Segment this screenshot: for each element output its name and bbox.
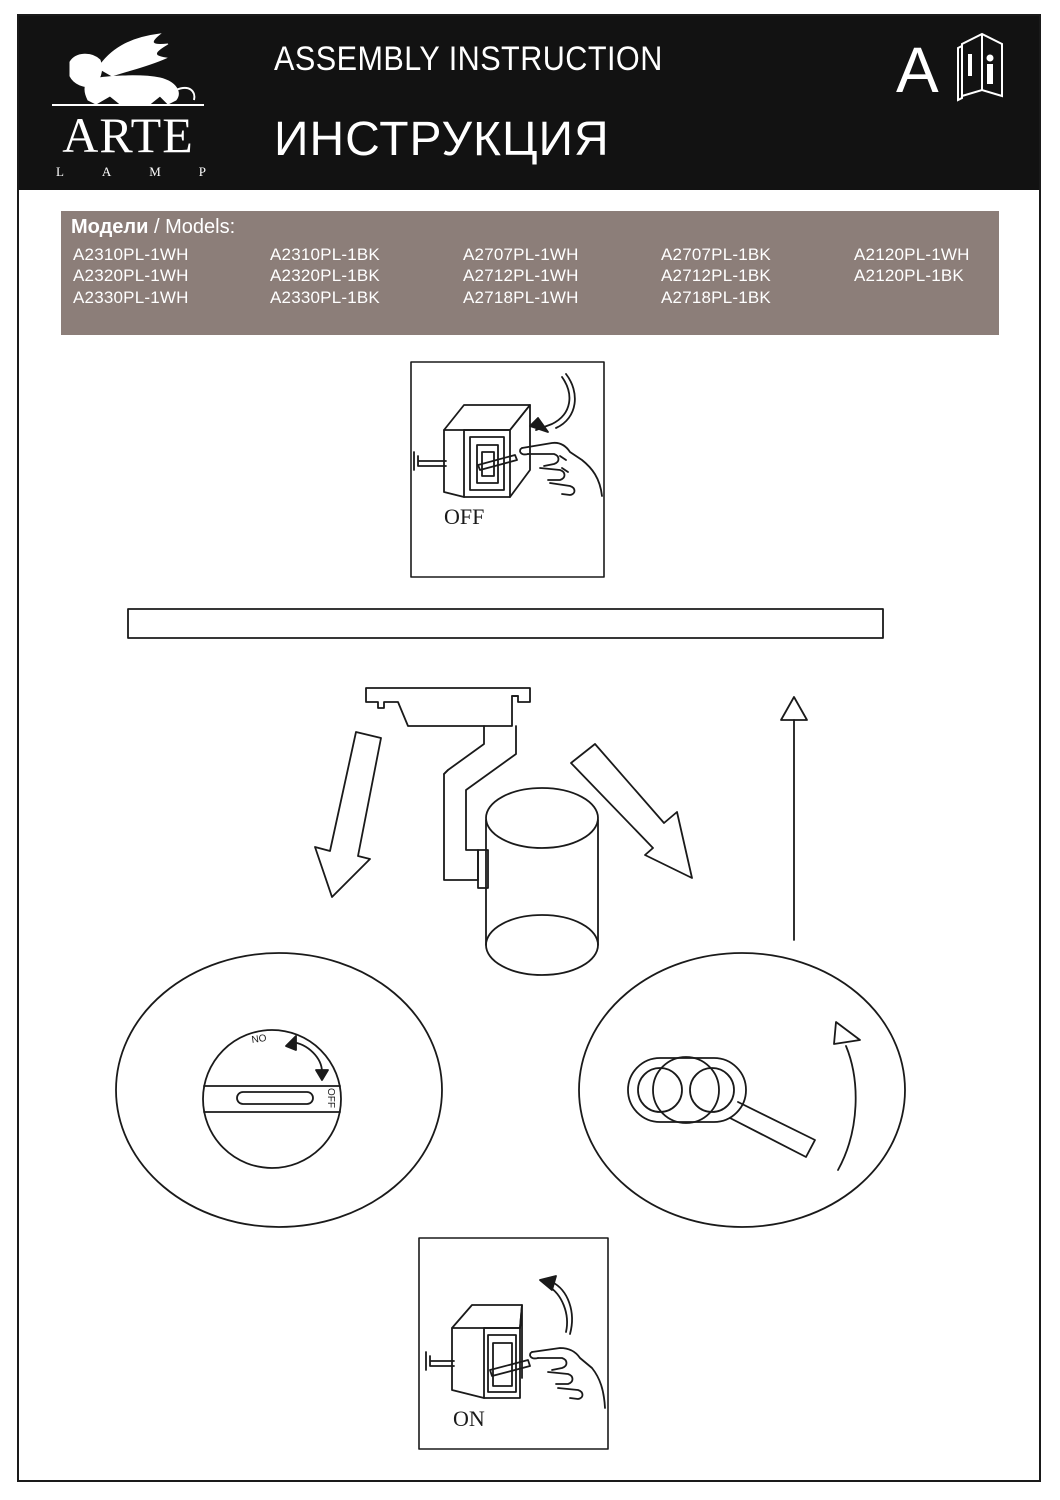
- brand-sub-letter: L: [56, 164, 64, 179]
- detail-lock-lever: [578, 952, 906, 1228]
- arrow-insert-left: [314, 731, 382, 898]
- models-separator: /: [148, 216, 166, 238]
- dial-no-label: NO: [251, 1033, 268, 1046]
- models-label-en: Models:: [165, 216, 236, 238]
- brand-name: ARTE: [62, 107, 194, 163]
- model-code: A2120PL-1BK: [854, 266, 964, 285]
- header-bar: [19, 16, 1039, 190]
- model-code: A2330PL-1BK: [270, 288, 380, 307]
- track-spotlight: [365, 687, 599, 976]
- model-code: A2712PL-1WH: [463, 266, 579, 285]
- model-code: A2707PL-1WH: [463, 245, 579, 264]
- switch-on-label: ON: [453, 1406, 485, 1431]
- brand-subtitle: L A M P: [56, 164, 206, 180]
- model-code: A2320PL-1WH: [73, 266, 189, 285]
- title-english: ASSEMBLY INSTRUCTION: [274, 40, 663, 78]
- model-code: A2120PL-1WH: [854, 245, 970, 264]
- switch-off-panel: [410, 361, 605, 578]
- language-letter: A: [896, 34, 939, 106]
- arrow-up: [780, 696, 808, 941]
- model-code: A2330PL-1WH: [73, 288, 189, 307]
- models-panel: Модели / Models: A2310PL-1WH A2320PL-1WH…: [61, 211, 999, 335]
- arrow-insert-right: [570, 743, 693, 879]
- model-code: A2718PL-1BK: [661, 288, 771, 307]
- model-code: A2707PL-1BK: [661, 245, 771, 264]
- detail-dial: [115, 952, 443, 1228]
- title-russian: ИНСТРУКЦИЯ: [274, 113, 610, 166]
- brand-sub-letter: P: [198, 164, 206, 179]
- switch-on-panel: [418, 1237, 609, 1450]
- track-rail: [127, 608, 884, 639]
- brand-sub-letter: A: [101, 164, 112, 179]
- dial-off-label: OFF: [325, 1088, 336, 1108]
- models-heading: Модели / Models:: [71, 216, 235, 239]
- model-code: A2712PL-1BK: [661, 266, 771, 285]
- model-code: A2718PL-1WH: [463, 288, 579, 307]
- model-code: A2310PL-1BK: [270, 245, 380, 264]
- page-frame: [17, 14, 1041, 1482]
- switch-off-label: OFF: [444, 504, 484, 529]
- model-code: A2310PL-1WH: [73, 245, 189, 264]
- model-code: A2320PL-1BK: [270, 266, 380, 285]
- brand-sub-letter: M: [149, 164, 161, 179]
- models-label-ru: Модели: [71, 216, 149, 238]
